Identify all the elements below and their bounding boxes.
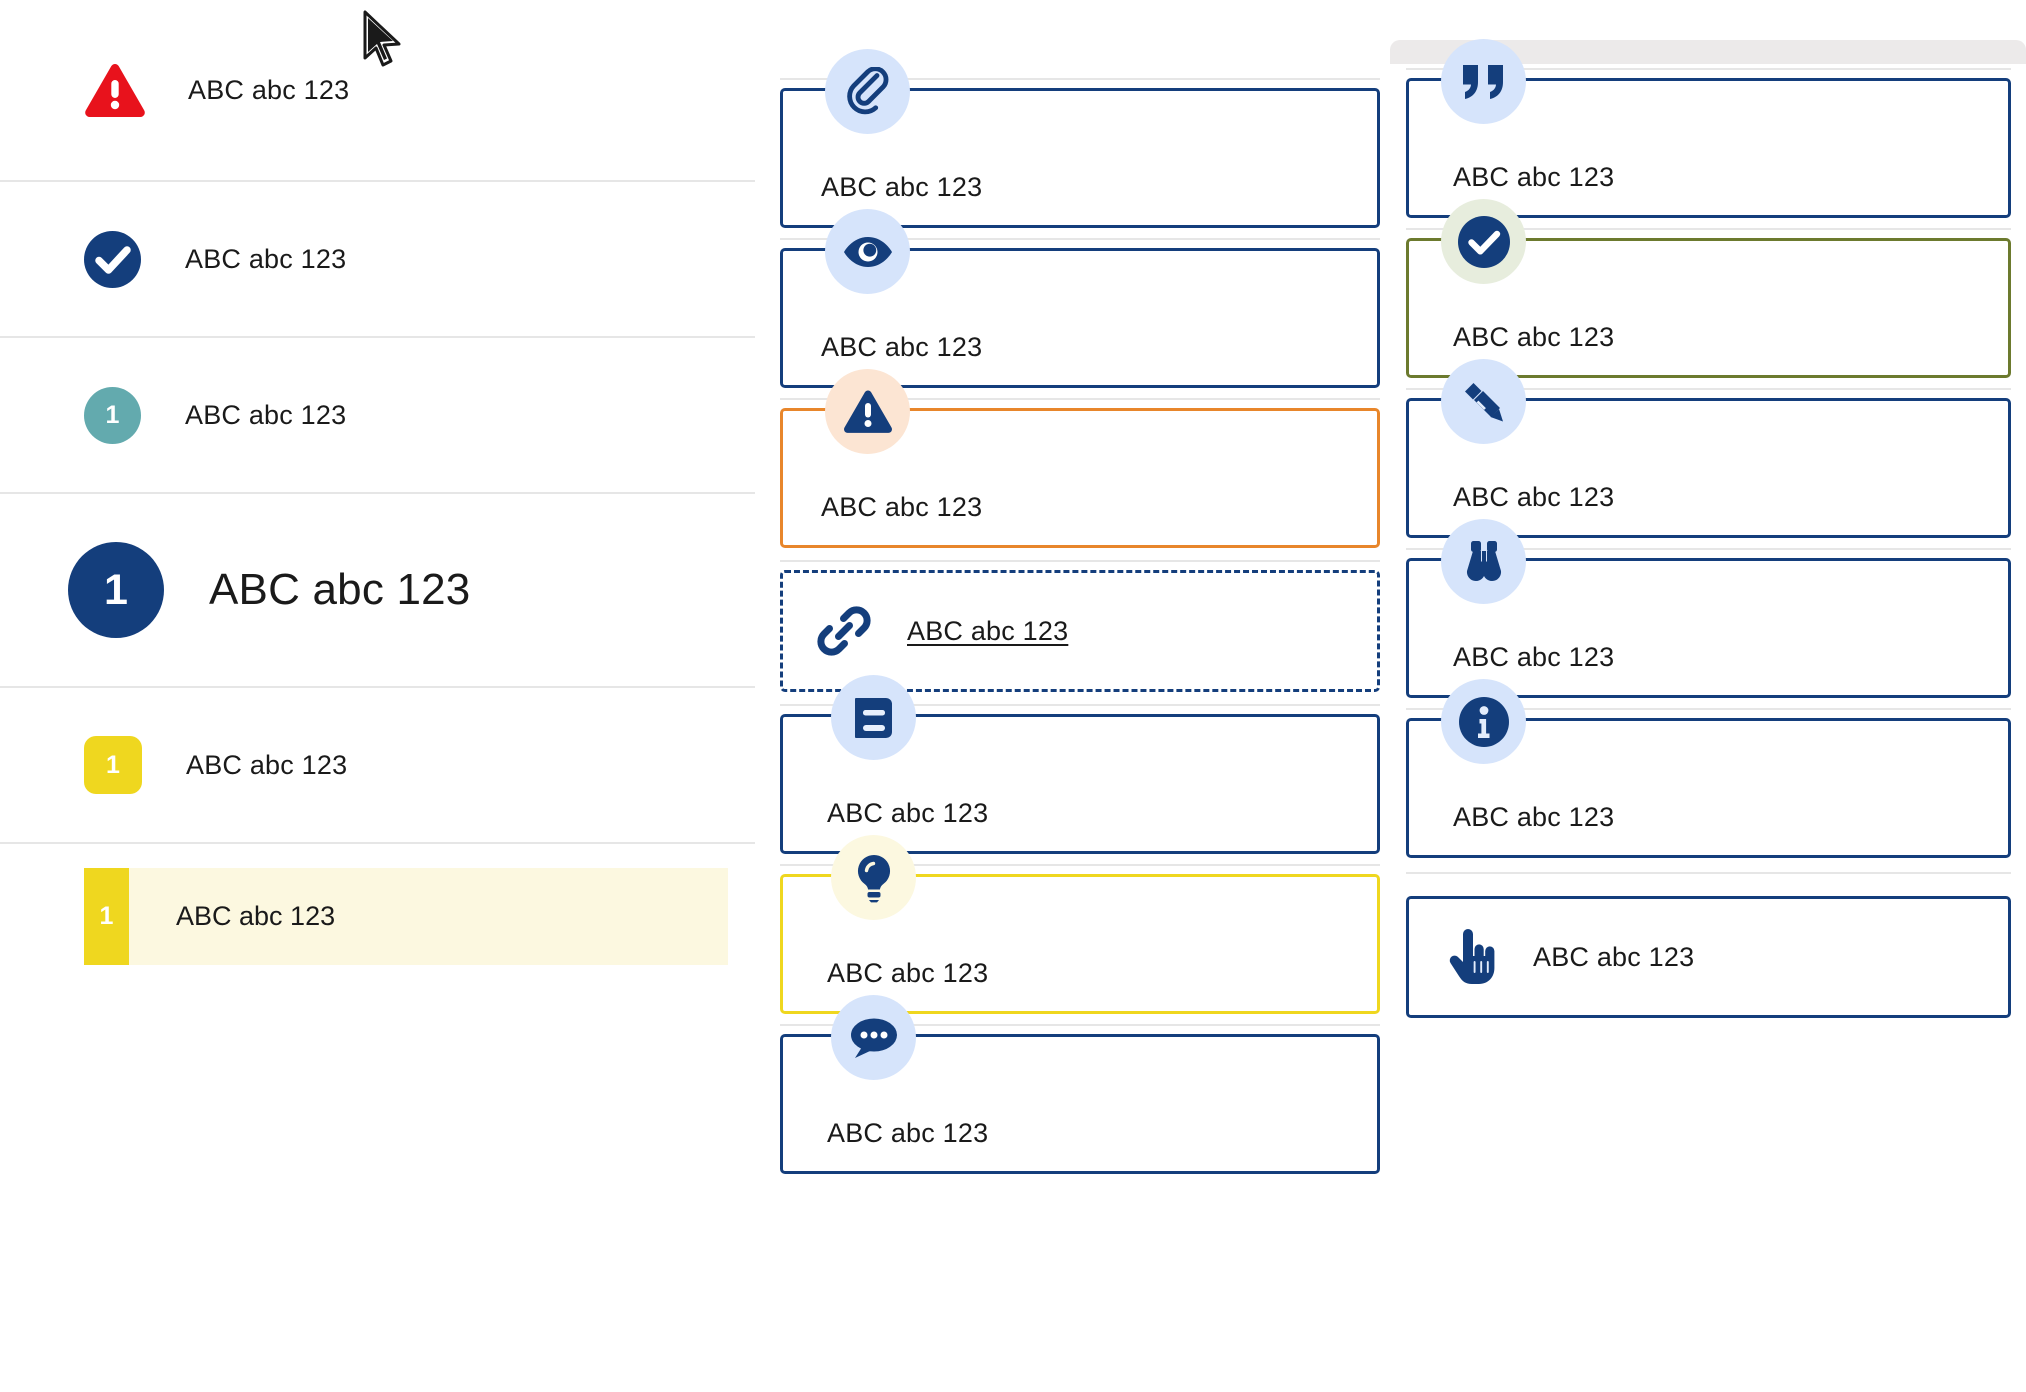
divider bbox=[780, 398, 1380, 400]
divider bbox=[1406, 548, 2011, 550]
card-pencil[interactable]: ABC abc 123 bbox=[1406, 359, 2011, 538]
quote-icon bbox=[1441, 39, 1526, 124]
info-circle-icon bbox=[1441, 679, 1526, 764]
card-label: ABC abc 123 bbox=[1453, 162, 1615, 192]
badge-number: 1 bbox=[105, 400, 120, 429]
chat-bubble-icon bbox=[831, 995, 916, 1080]
card-label: ABC abc 123 bbox=[821, 332, 983, 362]
card-paperclip[interactable]: ABC abc 123 bbox=[780, 49, 1380, 228]
middle-card-column: ABC abc 123 ABC abc 123 bbox=[780, 0, 1380, 1174]
link-icon bbox=[817, 604, 871, 658]
number-badge-circle-large: 1 bbox=[68, 542, 164, 638]
card-label: ABC abc 123 bbox=[1533, 941, 1695, 972]
divider bbox=[1406, 388, 2011, 390]
card-chat[interactable]: ABC abc 123 bbox=[780, 995, 1380, 1174]
divider bbox=[780, 78, 1380, 80]
book-icon bbox=[831, 675, 916, 760]
badge-number: 1 bbox=[104, 565, 128, 614]
list-item[interactable]: ABC abc 123 bbox=[0, 0, 755, 182]
divider bbox=[1406, 708, 2011, 710]
number-badge-square: 1 bbox=[84, 736, 142, 794]
card-label: ABC abc 123 bbox=[827, 798, 989, 828]
list-item[interactable]: ABC abc 123 bbox=[0, 182, 755, 338]
list-item[interactable]: 1 ABC abc 123 bbox=[0, 688, 755, 844]
list-item-label: ABC abc 123 bbox=[186, 749, 348, 780]
list-item-featured[interactable]: 1 ABC abc 123 bbox=[0, 494, 755, 688]
warning-triangle-icon bbox=[84, 62, 146, 118]
card-eye[interactable]: ABC abc 123 bbox=[780, 209, 1380, 388]
card-label: ABC abc 123 bbox=[827, 1118, 989, 1148]
list-item-label: ABC abc 123 bbox=[176, 901, 336, 931]
divider bbox=[780, 238, 1380, 240]
mouse-cursor bbox=[362, 10, 408, 77]
card-lightbulb[interactable]: ABC abc 123 bbox=[780, 835, 1380, 1014]
list-item[interactable]: 1 ABC abc 123 bbox=[0, 338, 755, 494]
list-item-label: ABC abc 123 bbox=[209, 565, 471, 614]
card-label: ABC abc 123 bbox=[1453, 482, 1615, 512]
paperclip-icon bbox=[825, 49, 910, 134]
highlight-number-bar: 1 bbox=[84, 868, 129, 965]
card-link[interactable]: ABC abc 123 bbox=[780, 570, 1380, 692]
card-label: ABC abc 123 bbox=[821, 172, 983, 202]
card-pointing-hand[interactable]: ABC abc 123 bbox=[1406, 896, 2011, 1018]
left-list-panel: ABC abc 123 ABC abc 123 1 ABC abc 123 1 … bbox=[0, 0, 755, 1392]
pencil-icon bbox=[1441, 359, 1526, 444]
card-label: ABC abc 123 bbox=[1453, 322, 1615, 352]
card-book[interactable]: ABC abc 123 bbox=[780, 675, 1380, 854]
card-label: ABC abc 123 bbox=[827, 958, 989, 988]
card-label[interactable]: ABC abc 123 bbox=[907, 615, 1069, 646]
eye-icon bbox=[825, 209, 910, 294]
right-card-column: ABC abc 123 ABC abc 123 bbox=[1406, 0, 2011, 1018]
card-label: ABC abc 123 bbox=[1453, 642, 1615, 672]
lightbulb-icon bbox=[831, 835, 916, 920]
divider bbox=[780, 864, 1380, 866]
check-circle-icon bbox=[84, 230, 141, 288]
card-quote[interactable]: ABC abc 123 bbox=[1406, 39, 2011, 218]
card-label: ABC abc 123 bbox=[1453, 802, 1615, 832]
list-item-label: ABC abc 123 bbox=[185, 243, 347, 274]
badge-number: 1 bbox=[106, 750, 120, 779]
card-warning[interactable]: ABC abc 123 bbox=[780, 369, 1380, 548]
list-item-label: ABC abc 123 bbox=[185, 399, 347, 430]
divider bbox=[1406, 228, 2011, 230]
highlight-surface: 1 ABC abc 123 bbox=[84, 868, 728, 965]
card-info[interactable]: ABC abc 123 bbox=[1406, 679, 2011, 858]
warning-triangle-icon bbox=[825, 369, 910, 454]
card-check[interactable]: ABC abc 123 bbox=[1406, 199, 2011, 378]
divider bbox=[780, 560, 1380, 562]
divider bbox=[1406, 872, 2011, 874]
card-label: ABC abc 123 bbox=[821, 492, 983, 522]
number-badge-circle: 1 bbox=[84, 386, 141, 444]
divider bbox=[780, 704, 1380, 706]
pointing-hand-icon bbox=[1445, 928, 1497, 986]
list-item-highlighted[interactable]: 1 ABC abc 123 bbox=[0, 844, 755, 989]
card-binoculars[interactable]: ABC abc 123 bbox=[1406, 519, 2011, 698]
badge-number: 1 bbox=[99, 902, 114, 930]
divider bbox=[1406, 68, 2011, 70]
check-circle-icon bbox=[1441, 199, 1526, 284]
divider bbox=[780, 1024, 1380, 1026]
binoculars-icon bbox=[1441, 519, 1526, 604]
list-item-label: ABC abc 123 bbox=[188, 74, 350, 105]
